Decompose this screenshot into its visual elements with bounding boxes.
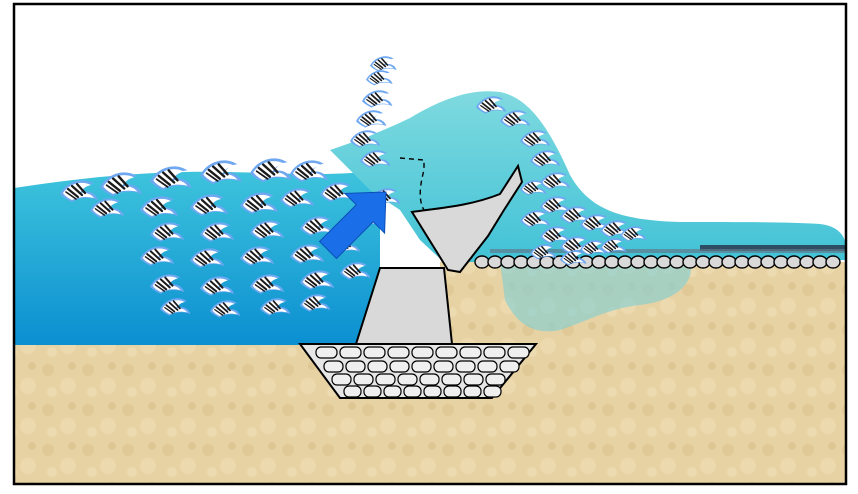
rubble-stone bbox=[456, 361, 475, 372]
rubble-stone bbox=[412, 361, 431, 372]
rubble-stone bbox=[442, 374, 461, 385]
armor-stone bbox=[709, 256, 723, 268]
rubble-stone bbox=[324, 361, 343, 372]
rubble-stone bbox=[316, 347, 337, 358]
armor-stone bbox=[800, 256, 814, 268]
armor-stone bbox=[826, 256, 840, 268]
armor-stone bbox=[774, 256, 788, 268]
armor-stone bbox=[488, 256, 502, 268]
armor-stone bbox=[748, 256, 762, 268]
armor-stone bbox=[735, 256, 749, 268]
armor-stone bbox=[787, 256, 801, 268]
rubble-stone bbox=[420, 374, 439, 385]
rubble-stone bbox=[340, 347, 361, 358]
rubble-stone bbox=[364, 347, 385, 358]
rubble-stone bbox=[424, 386, 441, 397]
armor-stone bbox=[657, 256, 671, 268]
rubble-stone bbox=[384, 386, 401, 397]
armor-stone bbox=[501, 256, 515, 268]
rubble-stone bbox=[346, 361, 365, 372]
rubble-stone bbox=[436, 347, 457, 358]
armor-stone bbox=[514, 256, 528, 268]
rubble-stone bbox=[434, 361, 453, 372]
armor-stone bbox=[683, 256, 697, 268]
rubble-stone bbox=[364, 386, 381, 397]
armor-stone bbox=[605, 256, 619, 268]
armor-stone bbox=[670, 256, 684, 268]
rubble-stone bbox=[398, 374, 417, 385]
rubble-stone bbox=[344, 386, 361, 397]
armor-stone bbox=[475, 256, 489, 268]
armor-stone bbox=[540, 256, 554, 268]
armor-stone bbox=[813, 256, 827, 268]
rubble-stone bbox=[404, 386, 421, 397]
armor-stone bbox=[592, 256, 606, 268]
rubble-stone bbox=[486, 374, 505, 385]
rubble-stone bbox=[354, 374, 373, 385]
rubble-stone bbox=[368, 361, 387, 372]
rubble-stone bbox=[412, 347, 433, 358]
rubble-stone bbox=[508, 347, 529, 358]
rubble-stone bbox=[376, 374, 395, 385]
rubble-stone bbox=[460, 347, 481, 358]
rubble-foundation bbox=[300, 344, 536, 398]
armor-stone bbox=[761, 256, 775, 268]
armor-stone bbox=[618, 256, 632, 268]
armor-stone bbox=[644, 256, 658, 268]
rubble-stone bbox=[332, 374, 351, 385]
armor-stone bbox=[722, 256, 736, 268]
rubble-stone bbox=[388, 347, 409, 358]
rubble-stone bbox=[464, 386, 481, 397]
rubble-stone bbox=[484, 347, 505, 358]
rubble-stone bbox=[464, 374, 483, 385]
armor-stone bbox=[631, 256, 645, 268]
rubble-stone bbox=[484, 386, 501, 397]
rubble-stone bbox=[390, 361, 409, 372]
rubble-stone bbox=[500, 361, 519, 372]
armor-stone bbox=[696, 256, 710, 268]
rubble-stone bbox=[478, 361, 497, 372]
rubble-stone bbox=[444, 386, 461, 397]
